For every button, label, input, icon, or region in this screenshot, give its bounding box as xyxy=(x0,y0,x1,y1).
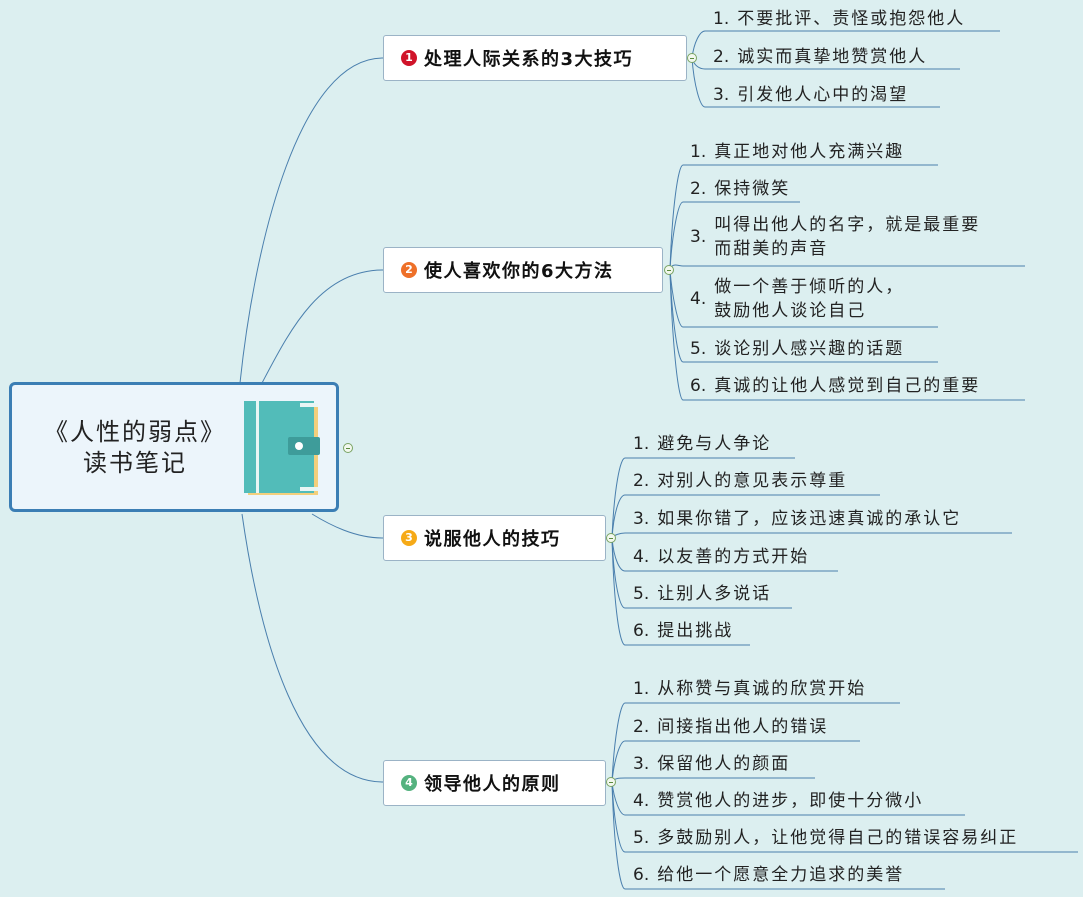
leaf-2-3[interactable]: 3. 叫得出他人的名字，就是最重要 而甜美的声音 xyxy=(690,213,980,261)
leaf-1-1[interactable]: 1. 不要批评、责怪或抱怨他人 xyxy=(713,7,965,31)
collapse-toggle-2[interactable] xyxy=(664,265,674,275)
number-badge-2: 2 xyxy=(401,262,417,278)
leaf-1-3[interactable]: 3. 引发他人心中的渴望 xyxy=(713,83,908,107)
leaf-index: 5. xyxy=(633,584,650,604)
leaf-text: 避免与人争论 xyxy=(657,434,772,454)
leaf-text: 引发他人心中的渴望 xyxy=(737,85,909,105)
leaf-4-2[interactable]: 2. 间接指出他人的错误 xyxy=(633,715,828,739)
leaf-index: 4. xyxy=(690,289,707,309)
leaf-2-6[interactable]: 6. 真诚的让他人感觉到自己的重要 xyxy=(690,374,980,398)
leaf-text: 做一个善于倾听的人， 鼓励他人谈论自己 xyxy=(714,275,904,323)
leaf-text: 给他一个愿意全力追求的美誉 xyxy=(657,865,905,885)
leaf-2-5[interactable]: 5. 谈论别人感兴趣的话题 xyxy=(690,337,904,361)
leaf-index: 4. xyxy=(633,791,650,811)
leaf-4-1[interactable]: 1. 从称赞与真诚的欣赏开始 xyxy=(633,677,866,701)
central-title: 《人性的弱点》 读书笔记 xyxy=(30,417,240,479)
leaf-index: 3. xyxy=(713,85,730,105)
leaf-text: 对别人的意见表示尊重 xyxy=(657,471,848,491)
main-topic-2-title: 使人喜欢你的6大方法 xyxy=(424,261,614,282)
leaf-3-6[interactable]: 6. 提出挑战 xyxy=(633,619,733,643)
leaf-text: 保持微笑 xyxy=(714,179,791,199)
leaf-2-2[interactable]: 2. 保持微笑 xyxy=(690,177,790,201)
collapse-toggle-3[interactable] xyxy=(606,533,616,543)
collapse-toggle-4[interactable] xyxy=(606,777,616,787)
leaf-4-6[interactable]: 6. 给他一个愿意全力追求的美誉 xyxy=(633,863,904,887)
leaf-index: 4. xyxy=(633,547,650,567)
book-icon xyxy=(244,401,320,495)
main-topic-4-title: 领导他人的原则 xyxy=(424,774,561,795)
leaf-text: 让别人多说话 xyxy=(657,584,772,604)
leaf-text: 从称赞与真诚的欣赏开始 xyxy=(657,679,867,699)
number-badge-3: 3 xyxy=(401,530,417,546)
leaf-text: 如果你错了，应该迅速真诚的承认它 xyxy=(657,509,962,529)
number-badge-4: 4 xyxy=(401,775,417,791)
leaf-index: 6. xyxy=(690,376,707,396)
leaf-4-4[interactable]: 4. 赞赏他人的进步，即使十分微小 xyxy=(633,789,923,813)
leaf-text: 多鼓励别人，让他觉得自己的错误容易纠正 xyxy=(657,828,1019,848)
main-topic-2[interactable]: 2 使人喜欢你的6大方法 xyxy=(383,247,663,293)
leaf-index: 6. xyxy=(633,865,650,885)
leaf-2-4[interactable]: 4. 做一个善于倾听的人， 鼓励他人谈论自己 xyxy=(690,275,904,323)
leaf-index: 2. xyxy=(713,47,730,67)
leaf-text: 提出挑战 xyxy=(657,621,734,641)
leaf-3-3[interactable]: 3. 如果你错了，应该迅速真诚的承认它 xyxy=(633,507,961,531)
leaf-text-line1: 做一个善于倾听的人， xyxy=(714,277,905,297)
leaf-index: 1. xyxy=(713,9,730,29)
leaf-index: 1. xyxy=(690,142,707,162)
leaf-3-5[interactable]: 5. 让别人多说话 xyxy=(633,582,771,606)
main-topic-3[interactable]: 3 说服他人的技巧 xyxy=(383,515,606,561)
main-topic-1-title: 处理人际关系的3大技巧 xyxy=(424,49,634,70)
central-title-line2: 读书笔记 xyxy=(83,449,187,477)
leaf-text: 真诚的让他人感觉到自己的重要 xyxy=(714,376,981,396)
leaf-text: 间接指出他人的错误 xyxy=(657,717,829,737)
leaf-index: 3. xyxy=(633,754,650,774)
leaf-text: 以友善的方式开始 xyxy=(657,547,810,567)
leaf-text: 不要批评、责怪或抱怨他人 xyxy=(737,9,966,29)
leaf-index: 5. xyxy=(690,339,707,359)
leaf-text: 诚实而真挚地赞赏他人 xyxy=(737,47,928,67)
leaf-index: 3. xyxy=(690,227,707,247)
leaf-text-line1: 叫得出他人的名字，就是最重要 xyxy=(714,215,981,235)
leaf-3-4[interactable]: 4. 以友善的方式开始 xyxy=(633,545,809,569)
leaf-text-line2: 而甜美的声音 xyxy=(714,239,829,259)
leaf-2-1[interactable]: 1. 真正地对他人充满兴趣 xyxy=(690,140,904,164)
leaf-3-1[interactable]: 1. 避免与人争论 xyxy=(633,432,771,456)
leaf-4-3[interactable]: 3. 保留他人的颜面 xyxy=(633,752,790,776)
leaf-index: 3. xyxy=(633,509,650,529)
leaf-index: 1. xyxy=(633,679,650,699)
leaf-index: 6. xyxy=(633,621,650,641)
central-title-line1: 《人性的弱点》 xyxy=(44,418,226,446)
leaf-index: 2. xyxy=(633,717,650,737)
leaf-text-line2: 鼓励他人谈论自己 xyxy=(714,301,867,321)
leaf-text: 真正地对他人充满兴趣 xyxy=(714,142,905,162)
leaf-text: 赞赏他人的进步，即使十分微小 xyxy=(657,791,924,811)
central-topic[interactable]: 《人性的弱点》 读书笔记 xyxy=(9,382,339,512)
leaf-3-2[interactable]: 2. 对别人的意见表示尊重 xyxy=(633,469,847,493)
leaf-index: 5. xyxy=(633,828,650,848)
leaf-text: 谈论别人感兴趣的话题 xyxy=(714,339,905,359)
collapse-toggle-1[interactable] xyxy=(687,53,697,63)
main-topic-3-title: 说服他人的技巧 xyxy=(424,529,561,550)
leaf-index: 2. xyxy=(690,179,707,199)
leaf-text: 保留他人的颜面 xyxy=(657,754,791,774)
leaf-4-5[interactable]: 5. 多鼓励别人，让他觉得自己的错误容易纠正 xyxy=(633,826,1018,850)
main-topic-4[interactable]: 4 领导他人的原则 xyxy=(383,760,606,806)
collapse-toggle-central[interactable] xyxy=(343,443,353,453)
main-topic-1[interactable]: 1 处理人际关系的3大技巧 xyxy=(383,35,687,81)
number-badge-1: 1 xyxy=(401,50,417,66)
leaf-1-2[interactable]: 2. 诚实而真挚地赞赏他人 xyxy=(713,45,927,69)
leaf-index: 1. xyxy=(633,434,650,454)
leaf-text: 叫得出他人的名字，就是最重要 而甜美的声音 xyxy=(714,213,980,261)
leaf-index: 2. xyxy=(633,471,650,491)
